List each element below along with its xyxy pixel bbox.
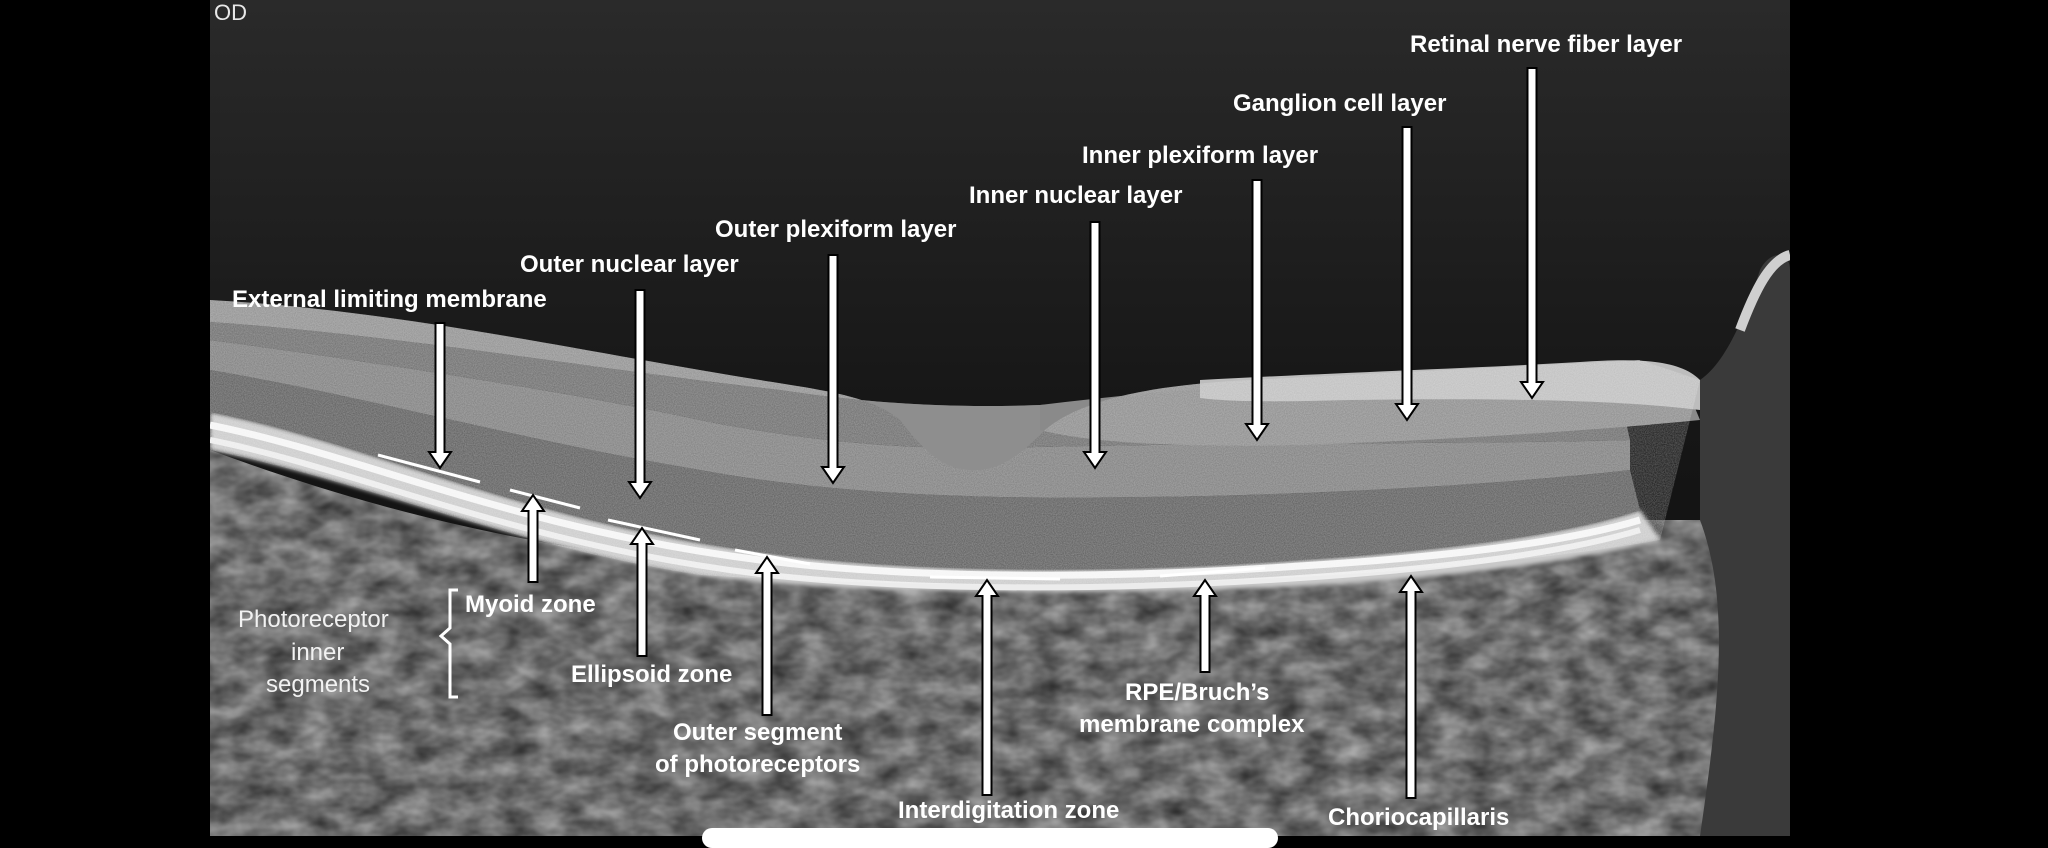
label-inner-nuclear-layer: Inner nuclear layer	[969, 182, 1183, 209]
arrow-ipl	[1244, 179, 1270, 442]
arrow-myoid	[520, 493, 546, 583]
arrow-opl	[820, 254, 846, 485]
label-myoid-zone: Myoid zone	[465, 591, 596, 618]
label-inner-segments-line-2: inner	[291, 639, 345, 666]
arrow-elm	[427, 322, 453, 470]
label-inner-segments-line-3: segments	[266, 671, 371, 698]
label-choriocapillaris: Choriocapillaris	[1328, 804, 1510, 831]
label-outer-segment-line-2: of photoreceptors	[655, 751, 861, 778]
label-retinal-nerve-fiber-layer: Retinal nerve fiber layer	[1410, 31, 1683, 58]
arrow-gcl	[1394, 126, 1420, 422]
label-external-limiting-membrane: External limiting membrane	[232, 286, 547, 313]
arrow-choriocapillaris	[1398, 574, 1424, 799]
arrow-interdigitation	[974, 578, 1000, 796]
arrow-onl	[627, 289, 653, 500]
inner-segments-bracket	[438, 588, 458, 699]
label-ellipsoid-zone: Ellipsoid zone	[571, 661, 733, 688]
label-outer-nuclear-layer: Outer nuclear layer	[520, 251, 739, 278]
arrow-outer-segment	[754, 555, 780, 716]
label-interdigitation-zone: Interdigitation zone	[898, 797, 1120, 824]
label-inner-segments-line-1: Photoreceptor	[238, 606, 389, 633]
arrow-rpe	[1192, 578, 1218, 673]
label-rpe-line-1: RPE/Bruch’s	[1125, 679, 1270, 706]
arrow-ellipsoid	[629, 526, 655, 657]
label-outer-plexiform-layer: Outer plexiform layer	[715, 216, 957, 243]
arrow-inl	[1082, 221, 1108, 470]
arrow-rnfl	[1519, 67, 1545, 400]
label-ganglion-cell-layer: Ganglion cell layer	[1233, 90, 1447, 117]
label-inner-plexiform-layer: Inner plexiform layer	[1082, 142, 1319, 169]
label-rpe-line-2: membrane complex	[1079, 711, 1305, 738]
oct-scan-image	[210, 0, 1790, 836]
eye-indicator: OD	[214, 0, 247, 25]
bottom-handle	[702, 828, 1278, 848]
arrow-group	[427, 67, 1545, 799]
label-outer-segment-line-1: Outer segment	[673, 719, 843, 746]
